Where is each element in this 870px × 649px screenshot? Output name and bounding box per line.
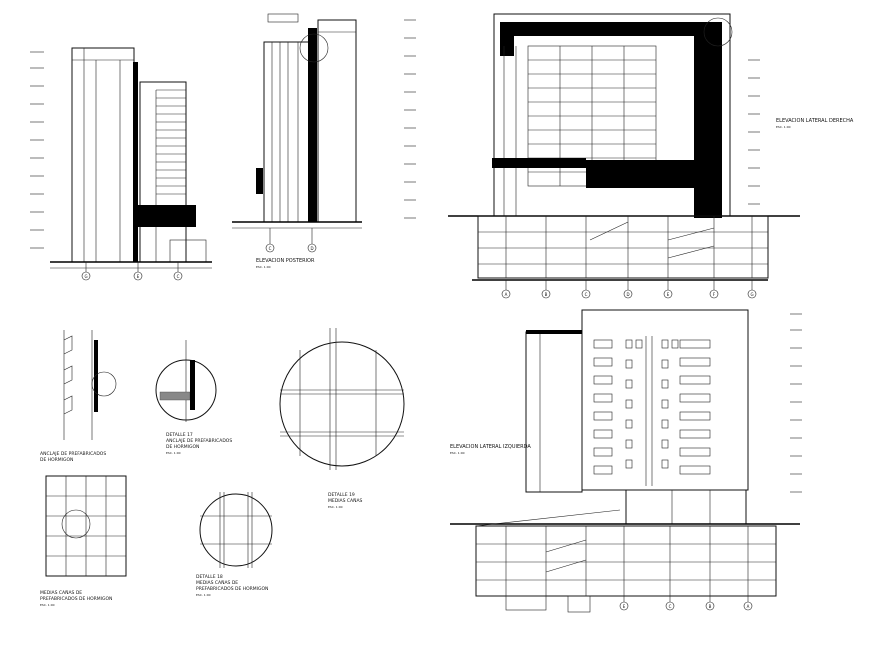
detail-17: DETALLE 17 ANCLAJE DE PREFABRICADOS DE H… [155,340,232,455]
axis-label: F [713,292,716,297]
elevation-lateral-derecha: A B C D E F G ELEVACION LATERAL DERECHA … [448,13,854,299]
elevation-posterior: C D ELEVACION POSTERIOR ESC. 1:00 [232,13,416,269]
axis-markers-right-elev: A B C D E F G [501,280,757,299]
title-medias-canas-line2: PREFABRICADOS DE HORMIGON [40,596,112,602]
axis-label: D [626,292,629,297]
title-anclaje-line2: DE HORMIGON [40,457,73,463]
title-detalle-17: DETALLE 17 [166,432,193,438]
title-detalle-19-line2: MEDIAS CAÑAS [328,497,363,504]
axis-markers-left-sheet: G E C [81,262,183,281]
title-anclaje: ANCLAJE DE PREFABRICADOS [40,451,106,457]
scale-label: ESC. 1:00 [256,265,271,269]
elevation-front-left: G E C [30,47,212,281]
facade-window-grid [503,45,657,216]
title-detalle-17-line2: ANCLAJE DE PREFABRICADOS [166,438,232,444]
level-markers-posterior [404,19,416,219]
basement-floors-left-elev [476,526,776,596]
title-detalle-18-line2: MEDIAS CAÑAS DE [196,579,238,586]
axis-label: A [505,292,508,297]
title-elevacion-lateral-derecha: ELEVACION LATERAL DERECHA [776,118,854,124]
axis-label: A [747,604,750,609]
level-markers-right [748,59,760,205]
axis-label: B [709,604,712,609]
axis-label: D [310,246,313,251]
scale-label: ESC. 1:00 [196,593,211,597]
scale-label: ESC. 1:00 [450,451,465,455]
detail-18: DETALLE 18 MEDIAS CAÑAS DE PREFABRICADOS… [196,492,273,597]
axis-label: B [545,292,548,297]
detail-19: DETALLE 19 MEDIAS CAÑAS ESC. 1:00 [279,328,405,509]
elevation-lateral-izquierda: E C B A ELEVACION LATERAL IZQUIERDA ESC.… [450,309,802,613]
axis-markers-left-elev: E C B A [619,596,753,611]
title-elevacion-lateral-izquierda: ELEVACION LATERAL IZQUIERDA [450,444,531,450]
axis-label: G [84,274,87,279]
title-detalle-18: DETALLE 18 [196,574,223,580]
level-markers-left [30,51,44,249]
title-detalle-18-line3: PREFABRICADOS DE HORMIGON [196,586,268,592]
axis-label: C [669,604,672,609]
axis-label: C [269,246,272,251]
detail-anclaje: ANCLAJE DE PREFABRICADOS DE HORMIGON [40,330,117,463]
axis-label: C [585,292,588,297]
axis-label: E [623,604,626,609]
detail-medias-canas: MEDIAS CAÑAS DE PREFABRICADOS DE HORMIGO… [40,475,127,607]
axis-label: E [137,274,140,279]
facade-windows-left-elev [593,336,711,486]
title-medias-canas: MEDIAS CAÑAS DE [40,589,82,596]
title-detalle-17-line3: DE HORMIGON [166,444,199,450]
axis-label: G [750,292,753,297]
axis-label: E [667,292,670,297]
scale-label: ESC. 1:00 [40,603,55,607]
title-detalle-19: DETALLE 19 [328,492,355,498]
scale-label: ESC. 1:00 [328,505,343,509]
scale-label: ESC. 1:00 [776,125,791,129]
level-markers-left-elev [790,313,802,493]
axis-label: C [177,274,180,279]
basement-floors [478,216,768,278]
scale-label: ESC. 1:00 [166,451,181,455]
title-elevacion-posterior: ELEVACION POSTERIOR [256,258,315,264]
